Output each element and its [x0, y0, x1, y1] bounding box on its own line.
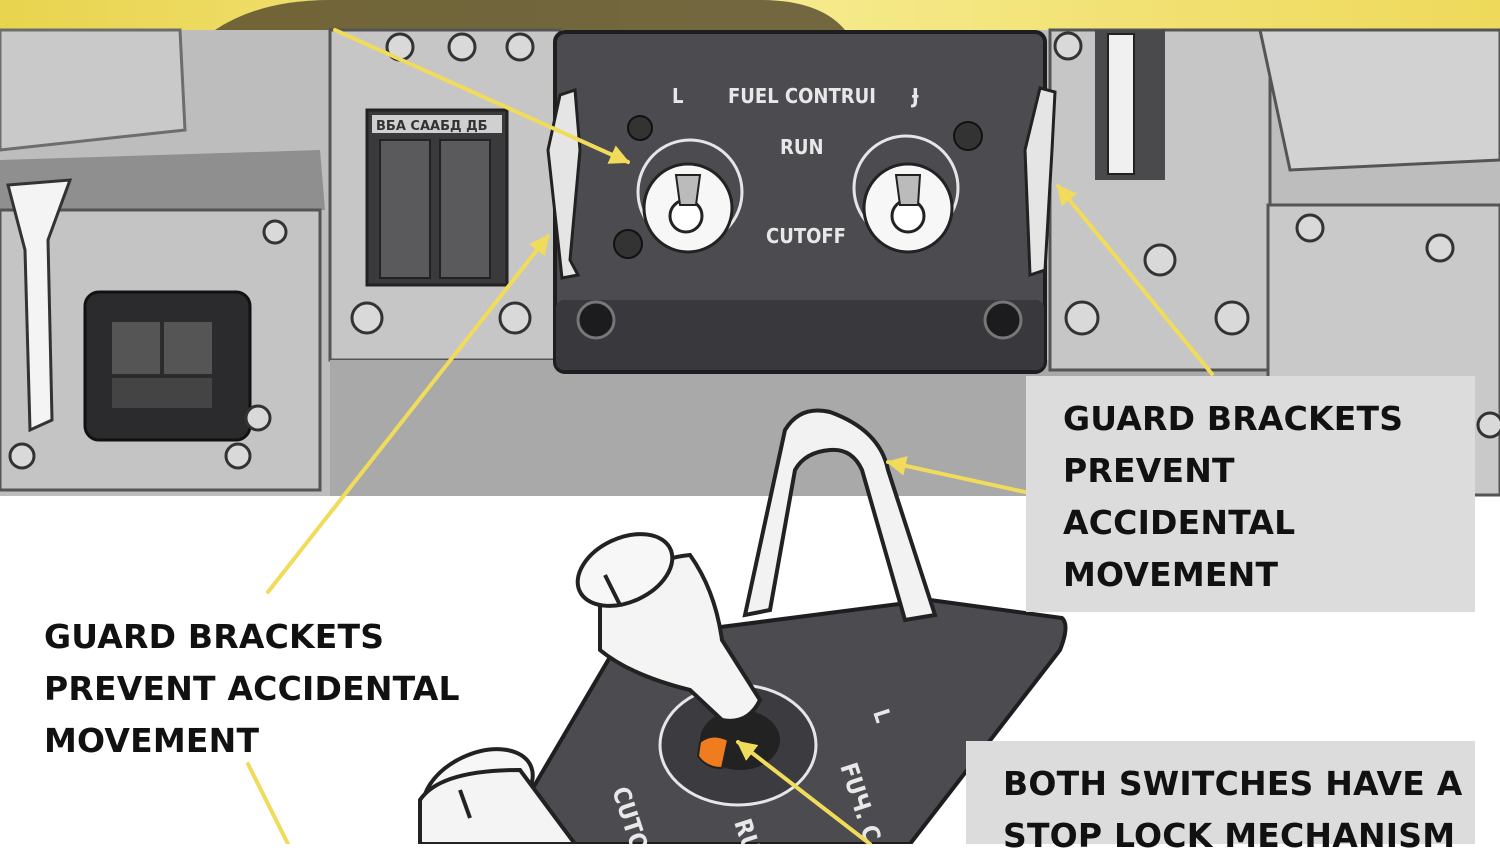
callout-line: ACCIDENTAL	[1063, 503, 1296, 542]
panel-run-label: RUN	[780, 135, 824, 159]
callout-guard-brackets-left: GUARD BRACKETS PREVENT ACCIDENTAL MOVEME…	[44, 611, 460, 767]
closeup-switch-view: L FUЧ. C RU CUTO	[418, 408, 1068, 844]
callout-arrows	[246, 28, 1214, 844]
panel-side-right: Ɉ	[911, 84, 919, 108]
callout-box-right-bottom	[966, 741, 1475, 844]
callout-line: STOP LOCK MECHANISM	[1003, 816, 1456, 855]
callout-line: BOTH SWITCHES HAVE A	[1003, 764, 1463, 803]
callout-line: MOVEMENT	[44, 721, 260, 760]
panel-cutoff-label: CUTOFF	[766, 224, 846, 248]
callout-line: GUARD BRACKETS	[1063, 399, 1404, 438]
callout-line: PREVENT ACCIDENTAL	[44, 669, 460, 708]
callout-guard-brackets-right: GUARD BRACKETS PREVENT ACCIDENTAL MOVEME…	[1063, 393, 1403, 601]
left-fuel-switch	[636, 138, 744, 254]
panel-side-left: L	[672, 84, 683, 108]
right-fuel-switch	[852, 134, 960, 254]
callout-line: GUARD BRACKETS	[44, 617, 385, 656]
callout-line: PREVENT	[1063, 451, 1235, 490]
callout-box-right-top	[1026, 376, 1475, 612]
fuel-control-panel: L FUEL CONTRUI Ɉ RUN CUTOFF ВБА СААБД ДБ	[376, 30, 1057, 374]
callout-line: MOVEMENT	[1063, 555, 1279, 594]
side-switch-label: ВБА СААБД ДБ	[376, 119, 488, 134]
panel-title: FUEL CONTRUI	[728, 84, 876, 108]
callout-stop-lock: BOTH SWITCHES HAVE A STOP LOCK MECHANISM	[1003, 758, 1462, 862]
top-banner	[0, 0, 1500, 30]
